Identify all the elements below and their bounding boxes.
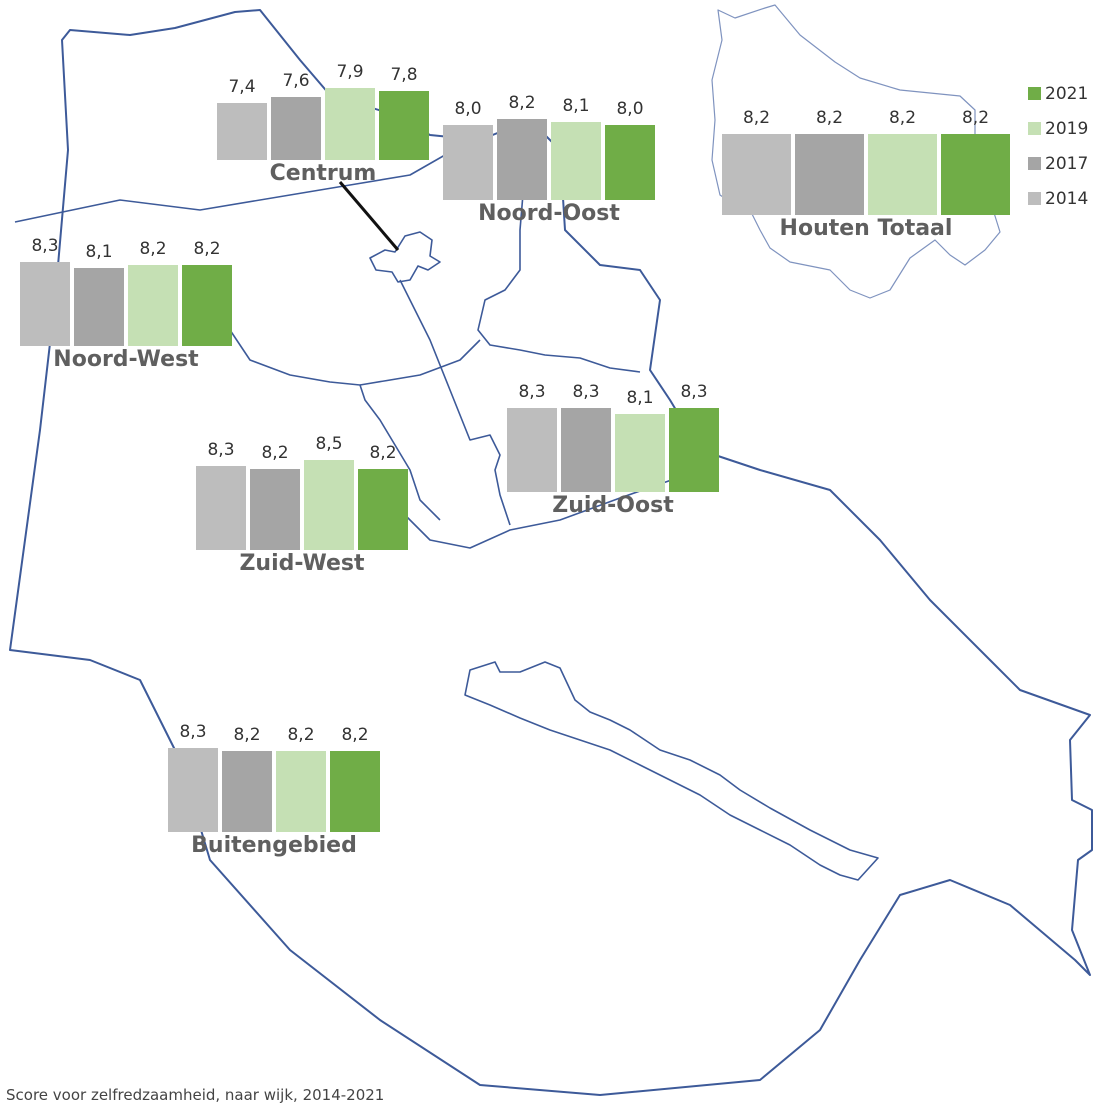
value-label-2017: 8,2	[233, 725, 261, 745]
bar-2019	[551, 122, 601, 200]
map-caption: Score voor zelfredzaamheid, naar wijk, 2…	[6, 1086, 385, 1104]
district-name: Noord-West	[53, 347, 199, 372]
value-label-2019: 8,1	[626, 388, 654, 408]
centrum-pointer-line	[338, 181, 400, 251]
district-name: Noord-Oost	[478, 201, 620, 226]
value-label-2017: 8,1	[85, 242, 113, 262]
district-name: Houten Totaal	[779, 216, 953, 241]
value-label-2017: 7,6	[282, 71, 310, 91]
value-label-2021: 8,2	[961, 108, 990, 128]
legend-swatch	[1028, 157, 1041, 170]
value-label-2014: 8,3	[179, 722, 207, 742]
district-boundary-east	[477, 169, 641, 373]
bar-2021	[941, 134, 1010, 215]
value-label-2014: 8,2	[742, 108, 771, 128]
bar-2019	[128, 265, 178, 346]
district-name: Buitengebied	[191, 833, 357, 858]
bar-2014	[196, 466, 246, 550]
district-zuid-oost: 8,3 8,3 8,1 8,3 Zuid-Oost	[507, 332, 719, 518]
district-buitengebied: 8,3 8,2 8,2 8,2 Buitengebied	[168, 672, 380, 858]
bar-2021	[182, 265, 232, 346]
legend-item-2021: 2021	[1028, 76, 1088, 111]
value-label-2014: 8,3	[207, 440, 235, 460]
value-label-2014: 8,3	[31, 236, 59, 256]
bar-2021	[330, 751, 380, 832]
district-boundary-north	[14, 139, 471, 223]
bar-2021	[605, 125, 655, 200]
value-label-2017: 8,2	[261, 443, 289, 463]
value-label-2019: 7,9	[336, 62, 364, 82]
bar-2014	[722, 134, 791, 215]
value-label-2017: 8,2	[815, 108, 844, 128]
bar-2017	[74, 268, 124, 346]
bar-2019	[304, 460, 354, 550]
bar-2014	[443, 125, 493, 200]
district-name: Centrum	[269, 161, 377, 186]
centre-outline	[369, 231, 441, 283]
value-label-2021: 8,2	[369, 443, 397, 463]
legend-label: 2014	[1045, 188, 1089, 209]
legend-label: 2021	[1045, 83, 1089, 104]
bar-2019	[615, 414, 665, 492]
value-label-2021: 8,2	[341, 725, 369, 745]
district-name: Zuid-Oost	[552, 493, 674, 518]
district-noord-west: 8,3 8,1 8,2 8,2 Noord-West	[20, 186, 232, 372]
bar-2014	[217, 103, 267, 160]
legend: 2021 2019 2017 2014	[1028, 76, 1088, 216]
district-name: Zuid-West	[239, 551, 365, 576]
bar-2021	[379, 91, 429, 160]
value-label-2021: 7,8	[390, 65, 418, 85]
bar-2014	[20, 262, 70, 346]
bar-2017	[497, 119, 547, 200]
bar-2017	[271, 97, 321, 160]
legend-swatch	[1028, 87, 1041, 100]
bar-2014	[168, 748, 218, 832]
value-label-2021: 8,0	[616, 99, 644, 119]
value-label-2019: 8,2	[139, 239, 167, 259]
value-label-2019: 8,1	[562, 96, 590, 116]
bar-2017	[222, 751, 272, 832]
value-label-2021: 8,3	[680, 382, 708, 402]
legend-label: 2017	[1045, 153, 1089, 174]
district-boundary-middle	[359, 339, 481, 386]
legend-swatch	[1028, 122, 1041, 135]
bar-2019	[868, 134, 937, 215]
legend-label: 2019	[1045, 118, 1089, 139]
value-label-2019: 8,2	[888, 108, 917, 128]
legend-item-2014: 2014	[1028, 181, 1088, 216]
value-label-2014: 8,3	[518, 382, 546, 402]
bar-2021	[358, 469, 408, 550]
bar-2017	[561, 408, 611, 492]
value-label-2019: 8,5	[315, 434, 343, 454]
district-centrum: 7,4 7,6 7,9 7,8 Centrum	[217, 0, 429, 186]
legend-item-2017: 2017	[1028, 146, 1088, 181]
value-label-2017: 8,3	[572, 382, 600, 402]
railway-line	[399, 279, 511, 526]
legend-item-2019: 2019	[1028, 111, 1088, 146]
legend-swatch	[1028, 192, 1041, 205]
bar-2019	[276, 751, 326, 832]
bar-2017	[250, 469, 300, 550]
district-noord-oost: 8,0 8,2 8,1 8,0 Noord-Oost	[443, 40, 655, 226]
lake-outline	[464, 661, 879, 881]
district-zuid-west: 8,3 8,2 8,5 8,2 Zuid-West	[196, 390, 408, 576]
district-boundary-south	[399, 469, 701, 549]
bar-2014	[507, 408, 557, 492]
district-houten-totaal: 8,2 8,2 8,2 8,2 Houten Totaal	[722, 55, 1010, 241]
bar-2021	[669, 408, 719, 492]
bar-2019	[325, 88, 375, 160]
value-label-2017: 8,2	[508, 93, 536, 113]
value-label-2019: 8,2	[287, 725, 315, 745]
value-label-2014: 7,4	[228, 77, 256, 97]
value-label-2014: 8,0	[454, 99, 482, 119]
bar-2017	[795, 134, 864, 215]
value-label-2021: 8,2	[193, 239, 221, 259]
district-boundary-west	[229, 329, 441, 521]
